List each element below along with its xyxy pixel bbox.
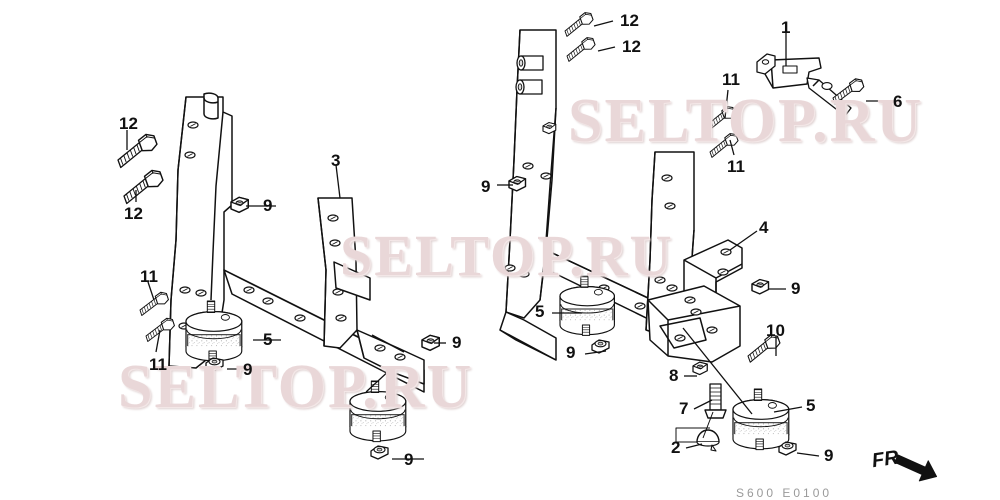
front-direction-marker: FR. bbox=[870, 445, 906, 473]
callout-4-bracket: 4 bbox=[759, 218, 769, 237]
callout-11-right-bottom: 11 bbox=[727, 157, 745, 176]
callout-12-left-top: 12 bbox=[119, 114, 138, 133]
callout-9-right-mid: 9 bbox=[791, 279, 801, 298]
callout-10-bolt: 10 bbox=[766, 321, 785, 340]
callout-5-left-upper: 5 bbox=[263, 330, 273, 349]
callout-2-cap: 2 bbox=[671, 438, 681, 457]
callout-12-right-second: 12 bbox=[622, 37, 641, 56]
callout-8-nut: 8 bbox=[669, 366, 679, 385]
callout-12-left-bottom: 12 bbox=[124, 204, 143, 223]
callout-5-right-lower: 5 bbox=[806, 396, 816, 415]
callout-5-right-upper: 5 bbox=[535, 302, 545, 321]
callout-6-bolt: 6 bbox=[893, 92, 903, 111]
callout-3-bracket: 3 bbox=[331, 151, 341, 170]
callout-11-left-top: 11 bbox=[140, 267, 158, 286]
callout-9-center-left: 9 bbox=[481, 177, 491, 196]
callout-11-right-top: 11 bbox=[722, 70, 740, 89]
callout-9-right-lower: 9 bbox=[824, 446, 834, 465]
callout-1-bracket: 1 bbox=[781, 18, 791, 37]
callout-9-left-mid: 9 bbox=[243, 360, 253, 379]
callout-9-right-upper: 9 bbox=[566, 343, 576, 362]
callout-11-left-bottom: 11 bbox=[149, 355, 167, 374]
figure-code: S600 E0100 bbox=[736, 486, 833, 500]
callout-7-bolt: 7 bbox=[679, 399, 689, 418]
callout-9-left-lower: 9 bbox=[404, 450, 414, 469]
callout-12-right-top: 12 bbox=[620, 11, 639, 30]
callout-9-left-foot: 9 bbox=[452, 333, 462, 352]
callout-9-left-upper: 9 bbox=[263, 196, 273, 215]
